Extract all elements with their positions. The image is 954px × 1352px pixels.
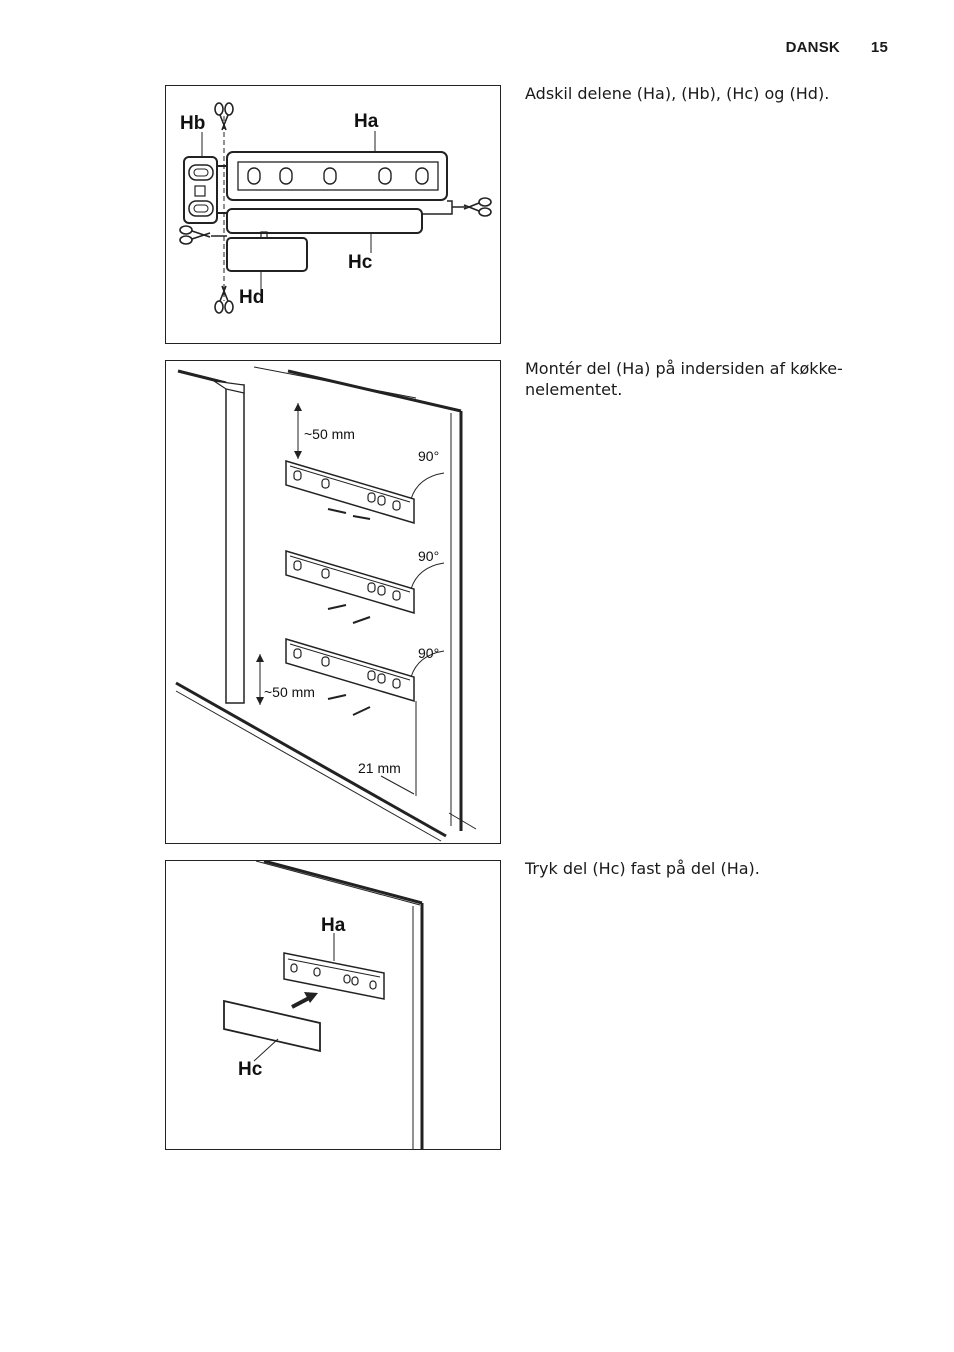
step-2-caption: Montér del (Ha) på indersiden af køkke-n… xyxy=(525,359,843,399)
scissors-icon xyxy=(214,285,234,314)
bracket-bottom xyxy=(285,637,415,716)
scissors-icon xyxy=(214,102,234,131)
page-header: DANSK 15 xyxy=(786,38,888,56)
label-hc-fig3: Hc xyxy=(238,1059,263,1080)
angle-label-top: 90° xyxy=(418,448,439,464)
label-ha: Ha xyxy=(354,111,379,132)
label-hd: Hd xyxy=(239,287,264,308)
step-3-caption: Tryk del (Hc) fast på del (Ha). xyxy=(525,859,760,878)
mount-ha-illustration: ~50 mm 90° 90° 90° ~50 mm 21 mm xyxy=(175,366,477,842)
scissors-icon xyxy=(179,225,211,245)
label-hc: Hc xyxy=(348,252,373,273)
language-label: DANSK xyxy=(785,39,840,56)
label-ha-fig3: Ha xyxy=(321,915,346,936)
label-hb: Hb xyxy=(180,113,205,134)
figure-separate-parts: Hb Ha Hc Hd xyxy=(165,85,501,344)
separate-parts-illustration: Hb Ha Hc Hd xyxy=(179,102,492,314)
scissors-icon xyxy=(463,197,492,217)
figure-mount-ha: ~50 mm 90° 90° 90° ~50 mm 21 mm xyxy=(165,360,501,844)
figure-press-hc: Ha Hc xyxy=(165,860,501,1150)
angle-label-bottom: 90° xyxy=(418,645,439,661)
page-number: 15 xyxy=(870,39,888,56)
angle-label-middle: 90° xyxy=(418,548,439,564)
dim-top-50mm: ~50 mm xyxy=(304,426,355,442)
dim-bottom-50mm: ~50 mm xyxy=(264,684,315,700)
bracket-middle xyxy=(285,549,415,624)
dim-21mm: 21 mm xyxy=(358,760,401,776)
press-hc-illustration: Ha Hc xyxy=(223,861,424,1149)
bracket-top xyxy=(285,459,415,525)
step-1-caption: Adskil delene (Ha), (Hb), (Hc) og (Hd). xyxy=(525,84,830,103)
